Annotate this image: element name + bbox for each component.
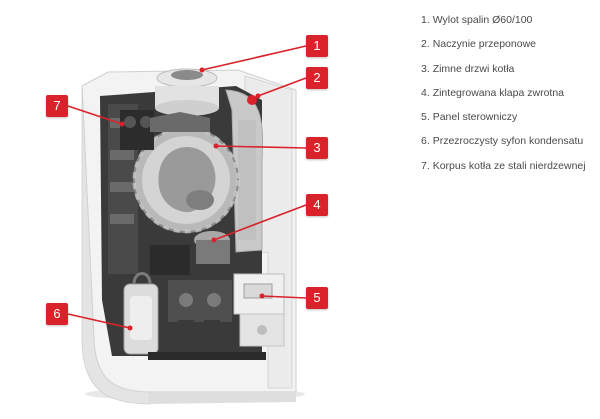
legend-label: Przezroczysty syfon kondensatu: [432, 135, 584, 148]
legend-label: Naczynie przeponowe: [432, 38, 536, 51]
flue-outlet: [155, 68, 219, 116]
callout-2: 2: [306, 67, 328, 89]
legend-number: 6.: [421, 135, 430, 148]
legend-item: 7. Korpus kotła ze stali nierdzewnej: [421, 154, 586, 178]
leader-dots: [119, 67, 265, 331]
legend-number: 1.: [421, 14, 430, 26]
legend-number: 2.: [421, 38, 430, 51]
legend-label: Zintegrowana klapa zwrotna: [432, 86, 565, 99]
legend-number: 5.: [421, 111, 430, 124]
condensate-siphon: [123, 272, 159, 355]
legend-item: 2. Naczynie przeponowe: [421, 32, 586, 56]
bottom-strip: [148, 352, 266, 360]
legend-number: 4.: [421, 86, 430, 99]
callout-6: 6: [46, 303, 68, 325]
burner-assembly: [120, 110, 210, 150]
callout-3: 3: [306, 137, 328, 159]
callout-4: 4: [306, 194, 328, 216]
callout-1: 1: [306, 35, 328, 57]
legend-number: 7.: [421, 159, 430, 172]
legend-number: 3.: [421, 62, 430, 75]
legend-label: Korpus kotła ze stali nierdzewnej: [432, 159, 586, 172]
control-panel: [233, 273, 285, 347]
heat-exchanger: [132, 126, 240, 234]
legend-list: 1. Wylot spalin Ø60/100 2. Naczynie prze…: [421, 8, 586, 178]
legend-item: 3. Zimne drzwi kotła: [421, 57, 586, 81]
callout-7: 7: [46, 95, 68, 117]
legend-label: Wylot spalin Ø60/100: [432, 14, 533, 26]
plumbing: [150, 245, 232, 352]
leader-lines: [67, 45, 307, 329]
expansion-vessel: [225, 89, 264, 253]
legend-label: Panel sterowniczy: [432, 111, 518, 124]
legend-item: 1. Wylot spalin Ø60/100: [421, 8, 586, 32]
legend-item: 6. Przezroczysty syfon kondensatu: [421, 129, 586, 153]
callout-5: 5: [306, 287, 328, 309]
legend-item: 4. Zintegrowana klapa zwrotna: [421, 81, 586, 105]
legend-item: 5. Panel sterowniczy: [421, 105, 586, 129]
legend-label: Zimne drzwi kotła: [432, 62, 515, 75]
